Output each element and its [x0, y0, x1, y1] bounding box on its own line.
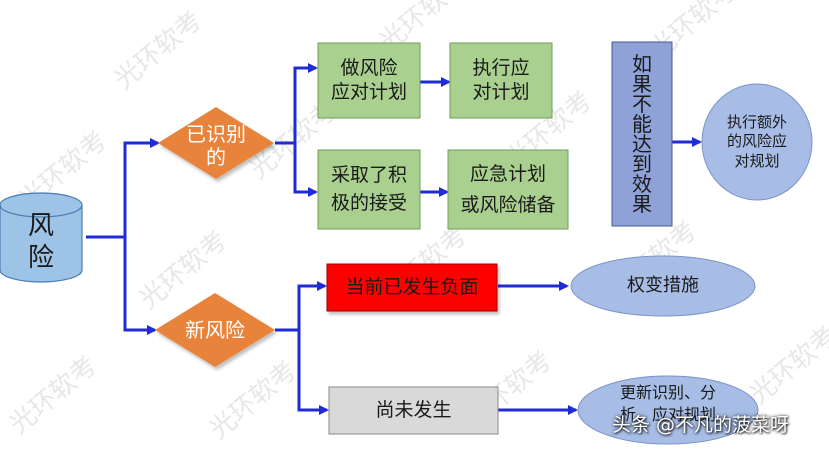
contingency-box [447, 149, 569, 230]
new-risk-diamond [155, 293, 275, 367]
reidentify-ellipse [577, 375, 759, 445]
connector [275, 281, 327, 332]
connector [86, 138, 160, 239]
connector [293, 143, 318, 197]
risk-cylinder [0, 192, 83, 283]
identified-diamond [158, 107, 274, 179]
connector [275, 63, 318, 145]
ineffective-box [611, 41, 673, 227]
negative-occurred-box [326, 263, 498, 312]
extra-plan-ellipse [701, 83, 813, 201]
connectors [86, 63, 702, 415]
connector [123, 237, 157, 335]
connector [297, 330, 329, 415]
active-accept-box [317, 149, 421, 230]
not-occurred-box [328, 386, 499, 435]
execute-plan-box [449, 42, 553, 119]
make-plan-box [317, 42, 421, 119]
workaround-ellipse [570, 255, 756, 317]
